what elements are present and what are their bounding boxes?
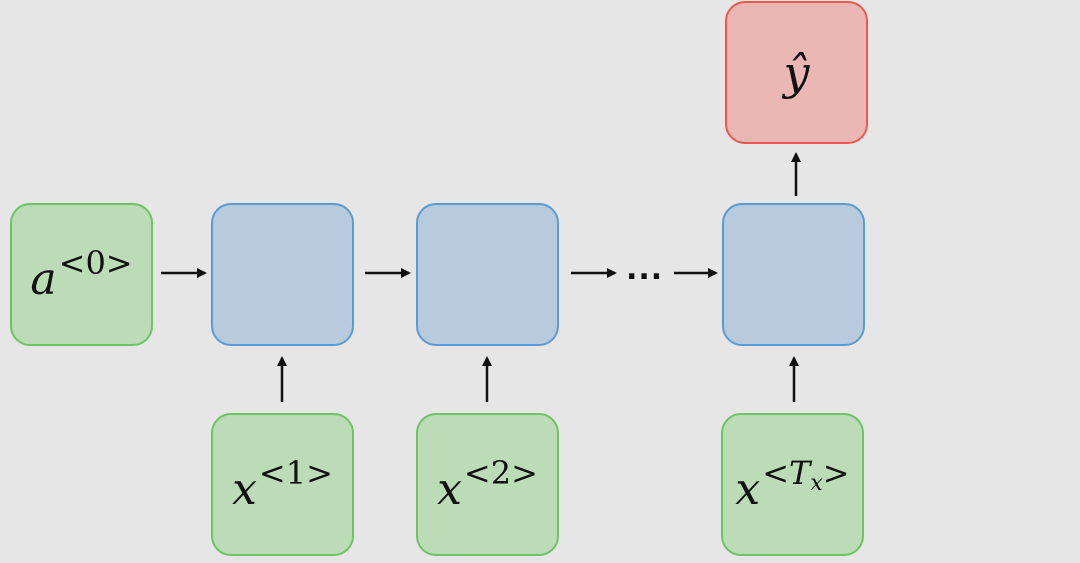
a0-superscript: <0> <box>58 244 133 282</box>
rnn-cell-1 <box>211 203 354 346</box>
input-node-x1: x<1> <box>211 413 354 556</box>
x1-base: x <box>232 464 257 515</box>
xtx-label: x<Tx> <box>735 457 849 512</box>
initial-activation-node: a<0> <box>10 203 153 346</box>
xtx-sup-sub: x <box>810 471 823 496</box>
input-node-xtx: x<Tx> <box>721 413 864 556</box>
a0-base: a <box>30 254 57 305</box>
xtx-sup-open: < <box>762 454 790 492</box>
output-node-yhat: ŷ <box>725 1 868 144</box>
x1-label: x<1> <box>232 457 333 512</box>
x1-superscript: <1> <box>258 454 333 492</box>
xtx-sup-main: T <box>789 454 811 492</box>
a0-label: a<0> <box>30 247 132 302</box>
rnn-cell-n <box>722 203 865 346</box>
xtx-sup-close: > <box>822 454 850 492</box>
rnn-cell-2 <box>416 203 559 346</box>
input-node-x2: x<2> <box>416 413 559 556</box>
output-label: ŷ <box>783 45 810 100</box>
xtx-base: x <box>735 464 761 515</box>
x2-superscript: <2> <box>463 454 538 492</box>
x2-label: x<2> <box>437 457 538 512</box>
sequence-ellipsis: ... <box>626 252 664 287</box>
x2-base: x <box>437 464 462 515</box>
xtx-superscript: <Tx> <box>762 454 850 495</box>
